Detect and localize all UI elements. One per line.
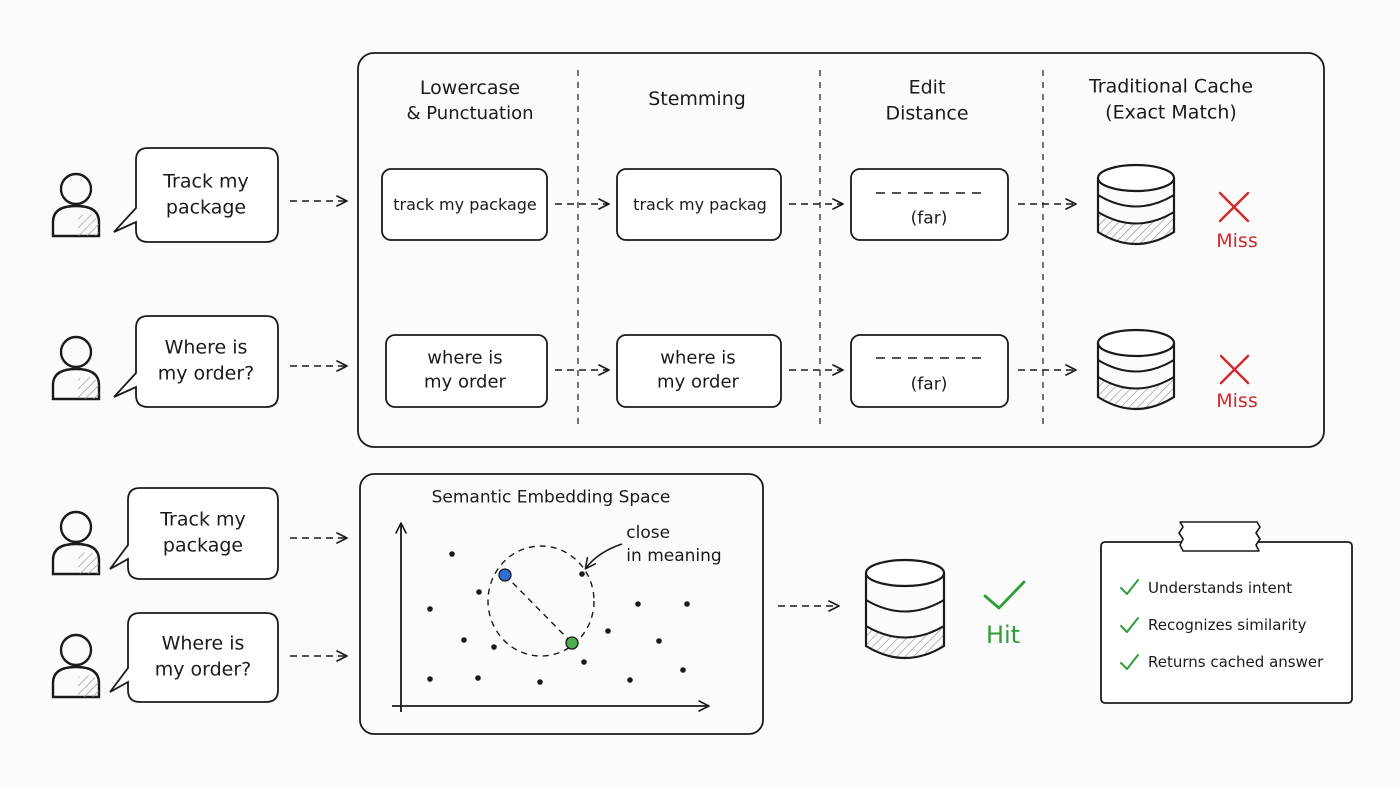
stage-header-line: Traditional Cache xyxy=(1088,75,1254,98)
query-bubble-1: Track my package xyxy=(163,169,249,220)
lowercase-box-1 xyxy=(381,168,548,241)
lowercase-text-2: where is my order xyxy=(424,347,506,396)
hit-label: Hit xyxy=(985,620,1021,649)
benefit-item: Recognizes similarity xyxy=(1148,616,1307,634)
tape-icon xyxy=(1178,521,1261,552)
check-icon xyxy=(1120,654,1139,670)
query-line: my order? xyxy=(154,658,252,680)
stage-header-line: (Exact Match) xyxy=(1105,101,1237,123)
semantic-title: Semantic Embedding Space xyxy=(431,487,671,508)
traditional-pipeline-frame xyxy=(357,52,1325,448)
stemmed-box-1 xyxy=(616,168,782,241)
distance-text-1: (far) xyxy=(910,208,948,229)
benefit-item: Returns cached answer xyxy=(1148,653,1324,671)
lowercase-text-1: track my package xyxy=(393,195,537,215)
query-point-green xyxy=(565,636,579,650)
user-avatar-2 xyxy=(51,335,101,401)
cross-icon xyxy=(1219,354,1250,385)
check-icon xyxy=(1120,579,1139,595)
query-point-blue xyxy=(498,568,512,582)
query-line: package xyxy=(162,534,244,556)
query-bubble-3: Track my package xyxy=(160,507,246,558)
stage-header-traditional-cache: Traditional Cache (Exact Match) xyxy=(1089,74,1253,125)
query-line: Where is xyxy=(161,632,245,655)
query-line: Where is xyxy=(164,336,248,359)
stage-header-line: Stemming xyxy=(648,88,746,111)
check-icon xyxy=(983,580,1026,610)
lowercase-box-2 xyxy=(385,334,548,408)
query-bubble-4: Where is my order? xyxy=(155,631,252,682)
query-line: Track my xyxy=(160,508,246,531)
box-line: where is xyxy=(660,347,736,369)
embedding-points xyxy=(427,551,690,685)
check-icon xyxy=(1120,617,1139,633)
user-avatar-1 xyxy=(51,172,101,238)
stage-header-line: & Punctuation xyxy=(406,102,534,124)
stage-header-lowercase: Lowercase & Punctuation xyxy=(407,76,534,126)
database-icon xyxy=(1096,163,1176,246)
stage-header-edit-distance: Edit Distance xyxy=(885,75,968,126)
database-icon xyxy=(864,558,946,660)
distance-box-1 xyxy=(850,168,1009,241)
semantic-embedding-frame xyxy=(359,473,764,735)
distance-text-2: (far) xyxy=(910,374,948,395)
annotation-line: close xyxy=(626,523,671,544)
box-line: my order xyxy=(657,372,739,393)
stemmed-box-2 xyxy=(616,334,782,408)
database-icon xyxy=(1096,328,1176,411)
speech-bubble xyxy=(113,315,279,408)
box-line: where is xyxy=(427,347,503,369)
similarity-link xyxy=(504,574,573,644)
stemmed-text-1: track my packag xyxy=(633,195,767,215)
cross-icon xyxy=(1218,191,1250,223)
stage-header-line: Distance xyxy=(885,102,969,124)
benefit-item: Understands intent xyxy=(1148,579,1293,597)
miss-label-2: Miss xyxy=(1216,390,1258,413)
speech-bubble xyxy=(113,147,279,243)
query-line: my order? xyxy=(157,362,255,384)
speech-bubble xyxy=(109,612,279,703)
annotation-line: in meaning xyxy=(626,546,722,566)
annotation-arrow xyxy=(584,543,623,570)
query-line: package xyxy=(165,196,247,218)
stage-header-line: Lowercase xyxy=(419,77,521,100)
semantic-annotation: close in meaning xyxy=(626,522,721,568)
similarity-circle xyxy=(487,545,595,657)
miss-label-1: Miss xyxy=(1216,230,1258,253)
user-avatar-3 xyxy=(51,510,101,576)
distance-box-2 xyxy=(850,334,1009,408)
user-avatar-4 xyxy=(51,633,101,699)
query-bubble-2: Where is my order? xyxy=(158,335,255,386)
speech-bubble xyxy=(109,487,279,580)
stage-header-stemming: Stemming xyxy=(648,87,746,113)
query-line: Track my xyxy=(163,170,249,193)
stemmed-text-2: where is my order xyxy=(657,347,739,396)
stage-header-line: Edit xyxy=(908,76,946,99)
box-line: my order xyxy=(424,372,506,393)
